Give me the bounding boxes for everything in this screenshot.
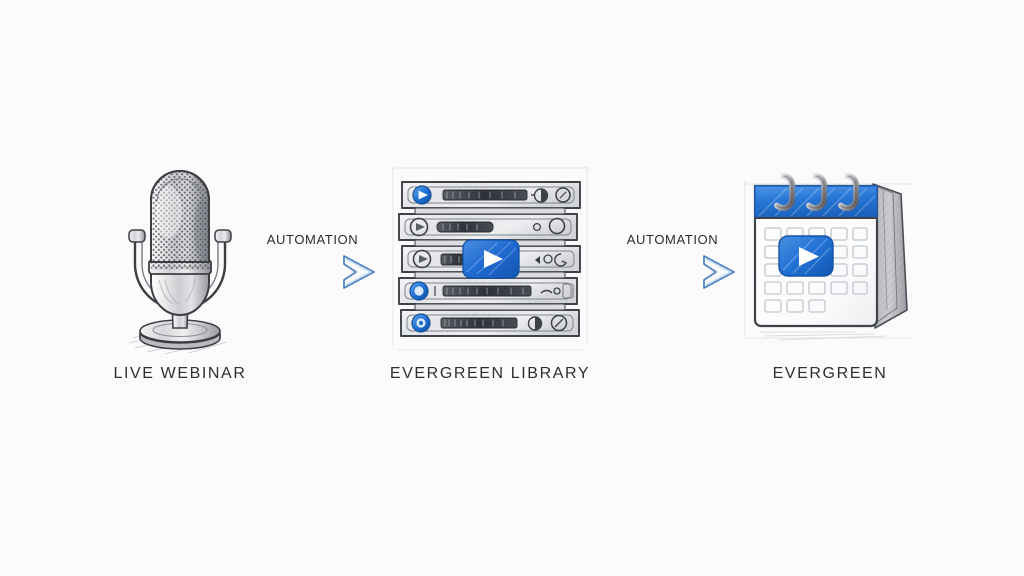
- play-button-icon[interactable]: [778, 235, 834, 277]
- node-live-webinar[interactable]: LIVE WEBINAR: [95, 160, 265, 390]
- arrow-automation-1: AUTOMATION: [240, 232, 385, 294]
- server-unit: [400, 309, 580, 337]
- server-unit: [398, 277, 578, 305]
- calendar-back-pages: [872, 183, 908, 329]
- calendar-day-cells: [764, 227, 868, 313]
- arrow-automation-2: AUTOMATION: [600, 232, 745, 294]
- sketch-guides: [391, 166, 589, 351]
- node-label-evergreen-library: EVERGREEN LIBRARY: [389, 365, 591, 382]
- calendar-icon: [743, 173, 913, 341]
- arrow-label-1: AUTOMATION: [266, 232, 359, 247]
- arrow-label-2: AUTOMATION: [626, 232, 719, 247]
- node-evergreen-library[interactable]: EVERGREEN LIBRARY: [385, 160, 595, 390]
- node-label-live-webinar: LIVE WEBINAR: [113, 365, 247, 382]
- shadow-strokes: [759, 331, 886, 341]
- play-button-icon[interactable]: [462, 239, 520, 279]
- node-evergreen[interactable]: EVERGREEN: [735, 160, 925, 390]
- server-stack-icon: [391, 166, 589, 351]
- node-label-evergreen: EVERGREEN: [772, 365, 888, 382]
- server-unit: [398, 213, 578, 241]
- arrow-right-icon-1: [242, 255, 375, 289]
- microphone-icon: [128, 170, 232, 355]
- arrow-right-icon-2: [602, 255, 735, 289]
- calendar-rings: [774, 173, 859, 212]
- server-unit: [401, 181, 581, 209]
